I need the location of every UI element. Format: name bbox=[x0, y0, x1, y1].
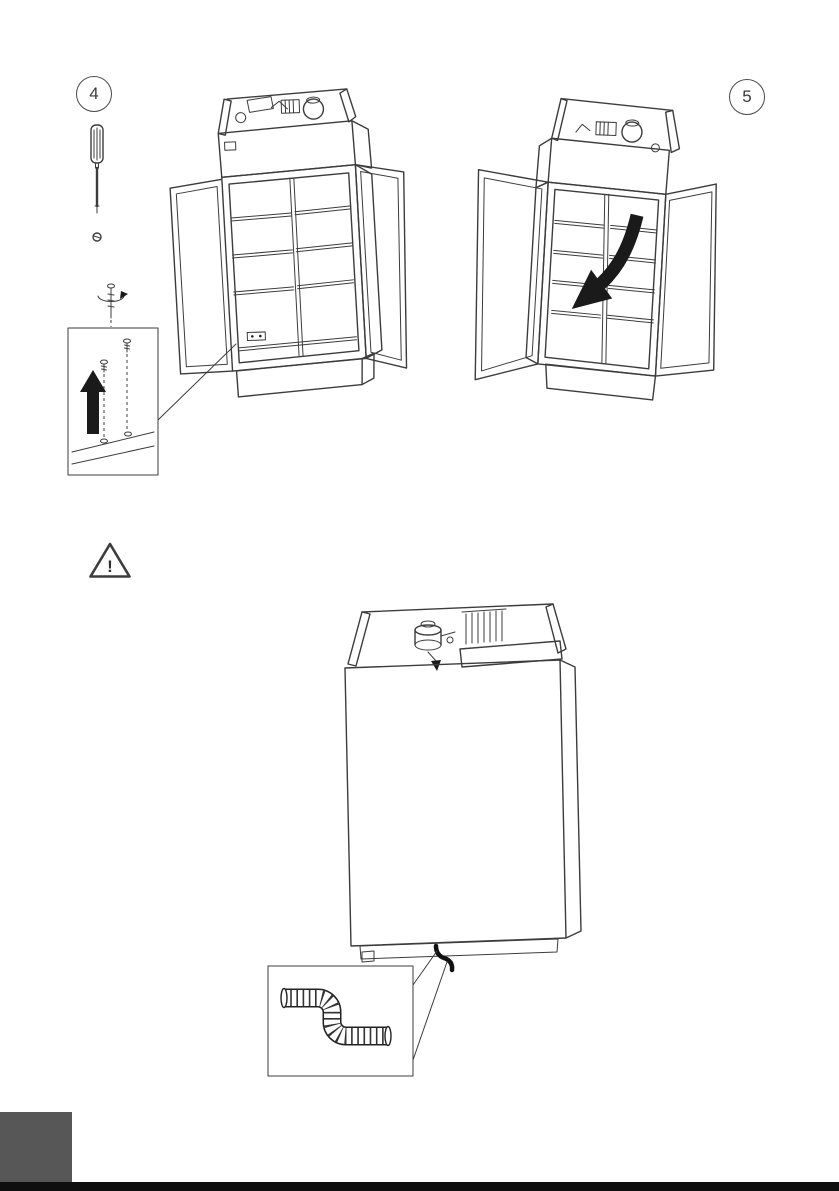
step5-cabinet bbox=[474, 97, 717, 401]
hose-detail-inset bbox=[267, 965, 414, 1077]
arrow-up-icon bbox=[80, 370, 106, 434]
down-arrow-icon bbox=[431, 660, 441, 671]
step-4-number: 4 bbox=[89, 84, 99, 103]
warning-icon: ! bbox=[89, 542, 131, 578]
step-5-number: 5 bbox=[742, 87, 752, 106]
inset2-leader-line-bottom bbox=[412, 961, 448, 1061]
drain-hose-icon bbox=[433, 943, 455, 973]
inset-screw-b bbox=[100, 359, 108, 437]
inset2-leader-line-top bbox=[412, 950, 438, 986]
step4-detail-inset bbox=[67, 327, 159, 476]
wipe-arrow-icon bbox=[571, 213, 644, 310]
page-corner-tab bbox=[0, 1112, 72, 1184]
screwdriver-icon bbox=[90, 124, 104, 214]
drain-cabinet bbox=[344, 603, 582, 973]
inset-screw-a bbox=[123, 338, 131, 430]
step-4-badge: 4 bbox=[76, 76, 112, 112]
warning-glyph: ! bbox=[107, 557, 113, 576]
screw-icon bbox=[92, 232, 102, 242]
rotate-arrow-icon bbox=[97, 283, 128, 327]
corrugated-hose-icon bbox=[280, 987, 392, 1047]
step-5-badge: 5 bbox=[729, 79, 765, 115]
step4-cabinet bbox=[169, 88, 408, 398]
inset1-leader-line bbox=[157, 343, 237, 421]
footer-bar bbox=[0, 1182, 839, 1191]
